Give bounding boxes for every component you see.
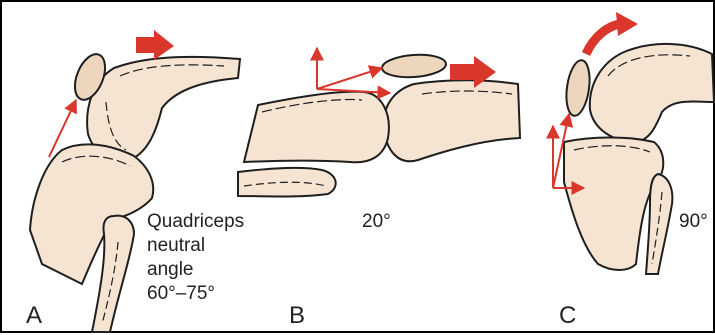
annotation-line: 60°–75° <box>147 282 244 306</box>
panel-c-illustration <box>553 12 714 274</box>
fibula-bone-c <box>646 174 672 274</box>
tibia-bone-b <box>244 92 389 163</box>
panel-label-a: A <box>26 302 42 330</box>
patella-c <box>563 59 593 118</box>
panel-b-illustration <box>238 48 520 197</box>
patella-motion-arrowhead-c <box>616 12 638 36</box>
panel-label-b: B <box>289 302 305 330</box>
annotation-line: angle <box>147 258 244 282</box>
resultant-force-arrow-b <box>317 68 382 89</box>
femur-bone-a <box>87 57 240 161</box>
patella-motion-arrow-a <box>136 30 174 60</box>
annotation-line: neutral <box>147 234 244 258</box>
patella-motion-arrow-c <box>586 24 620 54</box>
panel-b-angle-label: 20° <box>362 210 391 234</box>
panel-a-annotation: Quadriceps neutral angle 60°–75° <box>147 210 244 306</box>
annotation-line: Quadriceps <box>147 210 244 234</box>
femur-bone-c <box>590 44 714 142</box>
tibia-bone-a <box>30 144 153 284</box>
panel-c-angle-label: 90° <box>679 210 708 234</box>
panel-label-c: C <box>559 302 576 330</box>
patella-b <box>381 53 446 79</box>
